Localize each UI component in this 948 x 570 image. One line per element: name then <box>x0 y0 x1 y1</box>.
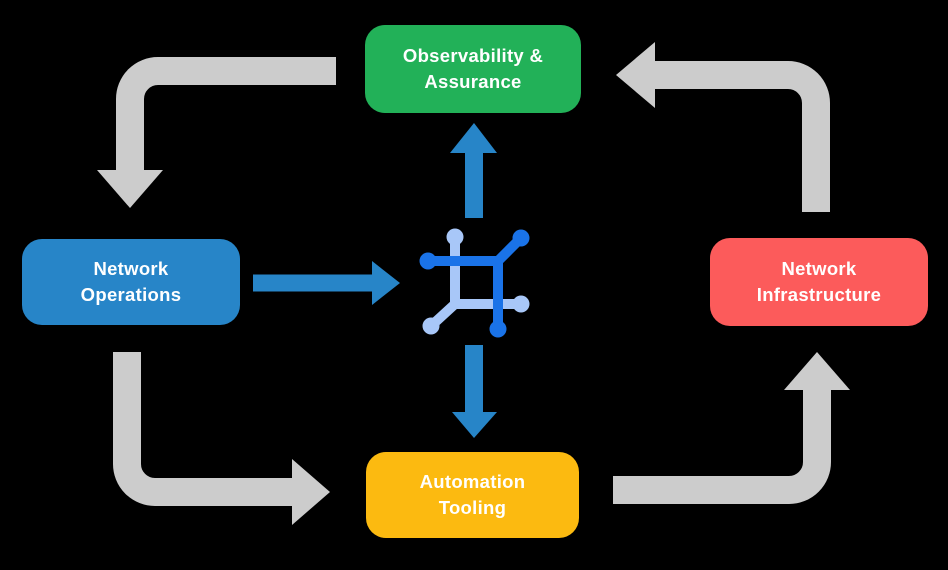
arrow-observability-to-operations <box>97 57 336 208</box>
arrow-observability-to-operations-shaft <box>116 57 336 170</box>
arrow-operations-to-automation-shaft <box>113 352 292 506</box>
arrow-center-to-automation <box>452 345 497 438</box>
network-automation-icon <box>419 228 530 338</box>
arrow-center-to-observability-head <box>450 123 497 153</box>
arrow-infrastructure-to-observability <box>616 42 830 212</box>
node-automation-label: Automation Tooling <box>419 470 526 518</box>
arrow-center-to-observability <box>450 123 497 218</box>
node-observability: Observability & Assurance <box>365 25 581 113</box>
arrow-operations-to-automation-head <box>292 459 330 525</box>
arrow-operations-to-automation <box>113 352 330 525</box>
arrow-operations-to-center <box>253 261 400 305</box>
node-infrastructure-label: Network Infrastructure <box>756 257 882 305</box>
icon-node-bottom-dark <box>489 320 507 338</box>
node-observability-label: Observability & Assurance <box>402 44 544 92</box>
arrow-automation-to-infrastructure-shaft <box>613 390 831 504</box>
node-operations-label: Network Operations <box>80 257 182 305</box>
icon-node-left-dark <box>419 252 437 270</box>
icon-node-right-light <box>512 295 530 313</box>
arrow-operations-to-center-head <box>372 261 400 305</box>
arrow-automation-to-infrastructure-head <box>784 352 850 390</box>
node-operations: Network Operations <box>22 239 240 325</box>
node-automation: Automation Tooling <box>366 452 579 538</box>
node-infrastructure: Network Infrastructure <box>710 238 928 326</box>
icon-node-top-right-dark <box>512 229 530 247</box>
icon-node-bottom-left-light <box>422 317 440 335</box>
arrow-observability-to-operations-head <box>97 170 163 208</box>
arrow-infrastructure-to-observability-shaft <box>655 61 830 212</box>
icon-node-top-light <box>446 228 464 246</box>
arrow-center-to-automation-head <box>452 412 497 438</box>
arrow-automation-to-infrastructure <box>613 352 850 504</box>
arrow-infrastructure-to-observability-head <box>616 42 655 108</box>
